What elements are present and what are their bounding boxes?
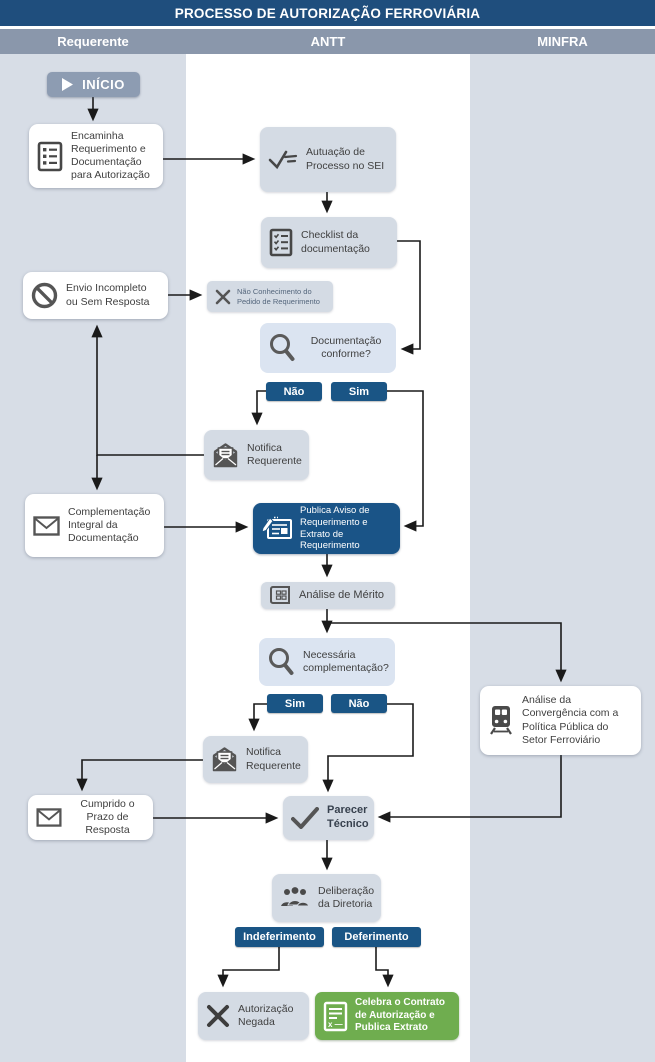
x-icon <box>206 1004 230 1028</box>
node-label: Parecer Técnico <box>327 804 369 830</box>
node-analise-convergencia: Análise da Convergência com a Política P… <box>480 686 641 755</box>
node-celebra-contrato: x — Celebra o Contrato de Autorização e … <box>315 992 459 1040</box>
lane-header-bar: Requerente ANTT MINFRA <box>0 29 655 54</box>
people-group-icon <box>280 886 310 910</box>
node-notifica-requerente-2: Notifica Requerente <box>203 736 308 783</box>
magnifier-icon <box>268 333 296 363</box>
blueprint-icon <box>269 585 291 606</box>
node-label: Encaminha Requerimento e Documentação pa… <box>71 129 150 182</box>
node-nao-conhecimento: Não Conhecimento do Pedido de Requerimen… <box>207 281 333 312</box>
start-label: INÍCIO <box>82 77 125 92</box>
svg-text:x —: x — <box>328 1020 343 1029</box>
node-label: Autuação de Processo no SEI <box>306 146 385 172</box>
node-label: Documentação conforme? <box>310 334 382 360</box>
open-envelope-icon <box>211 746 238 773</box>
branch-nao-1: Não <box>266 382 322 401</box>
lane-minfra <box>470 54 655 1062</box>
branch-sim-1: Sim <box>331 382 387 401</box>
magnifier-icon <box>267 647 295 677</box>
node-checklist: Checklist da documentação <box>261 217 397 268</box>
prohibition-icon <box>31 282 58 309</box>
node-cumprido-prazo: Cumprido o Prazo de Resposta <box>28 795 153 840</box>
play-icon <box>62 78 74 91</box>
node-parecer-tecnico: Parecer Técnico <box>283 796 374 840</box>
train-icon <box>488 705 514 736</box>
node-doc-conforme: Documentação conforme? <box>260 323 396 373</box>
node-label: Notifica Requerente <box>246 746 301 772</box>
node-label: Cumprido o Prazo de Resposta <box>80 797 135 837</box>
node-label: Notifica Requerente <box>247 441 302 467</box>
envelope-icon <box>36 808 62 827</box>
open-envelope-icon <box>212 442 239 469</box>
lane-header-antt: ANTT <box>310 34 346 49</box>
node-necessaria-complementacao: Necessária complementação? <box>259 638 395 686</box>
lane-requerente <box>0 54 186 1062</box>
checkmark-icon <box>291 807 319 829</box>
node-autorizacao-negada: Autorização Negada <box>198 992 309 1040</box>
node-label: Checklist da documentação <box>301 229 370 255</box>
node-complementacao-integral: Complementação Integral da Documentação <box>25 494 164 557</box>
newspaper-pen-icon <box>261 516 293 542</box>
envelope-icon <box>33 515 60 536</box>
node-autuacao-sei: Autuação de Processo no SEI <box>260 127 396 192</box>
checklist-icon <box>269 228 293 257</box>
contract-signature-icon: x — <box>323 1001 348 1032</box>
node-label: Necessária complementação? <box>303 648 389 674</box>
node-label: Complementação Integral da Documentação <box>68 505 151 545</box>
branch-deferimento: Deferimento <box>332 927 421 947</box>
node-label: Análise da Convergência com a Política P… <box>522 694 619 746</box>
fact-check-icon <box>268 149 298 170</box>
node-label: Envio Incompleto ou Sem Resposta <box>66 282 150 308</box>
x-icon <box>215 289 231 305</box>
node-label: Celebra o Contrato de Autorização e Publ… <box>355 997 446 1034</box>
node-label: Autorização Negada <box>238 1002 294 1028</box>
node-envio-incompleto: Envio Incompleto ou Sem Resposta <box>23 272 168 319</box>
branch-indeferimento: Indeferimento <box>235 927 324 947</box>
node-label: Publica Aviso de Requerimento e Extrato … <box>300 504 370 552</box>
node-label: Não Conhecimento do Pedido de Requerimen… <box>237 286 320 306</box>
node-notifica-requerente-1: Notifica Requerente <box>204 430 309 480</box>
clipboard-list-icon <box>37 141 63 172</box>
start-node: INÍCIO <box>47 72 140 97</box>
node-label: Análise de Mérito <box>299 588 384 601</box>
node-analise-merito: Análise de Mérito <box>261 582 395 609</box>
branch-sim-2: Sim <box>267 694 323 713</box>
lane-header-minfra: MINFRA <box>537 34 588 49</box>
node-deliberacao-diretoria: Deliberação da Diretoria <box>272 874 381 922</box>
page-title: PROCESSO DE AUTORIZAÇÃO FERROVIÁRIA <box>0 0 655 26</box>
lane-header-requerente: Requerente <box>57 34 129 49</box>
node-label: Deliberação da Diretoria <box>318 884 375 910</box>
branch-nao-2: Não <box>331 694 387 713</box>
node-publica-aviso: Publica Aviso de Requerimento e Extrato … <box>253 503 400 554</box>
node-encaminha-requerimento: Encaminha Requerimento e Documentação pa… <box>29 124 163 188</box>
